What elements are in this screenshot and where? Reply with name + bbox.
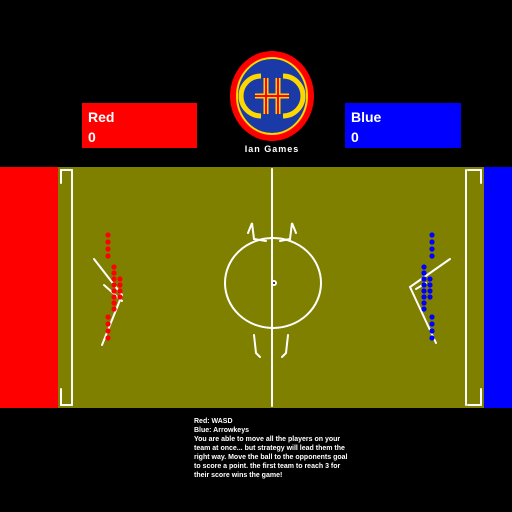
blue-player bbox=[429, 232, 435, 238]
blue-goal-wall bbox=[484, 167, 512, 408]
red-player bbox=[105, 314, 111, 320]
instructions-line: team at once... but strategy will lead t… bbox=[194, 445, 345, 452]
soccer-field bbox=[58, 167, 484, 408]
blue-player bbox=[429, 239, 435, 245]
blue-player bbox=[429, 321, 435, 327]
logo-text: Ian Games bbox=[244, 144, 300, 154]
ball-dot bbox=[273, 282, 275, 284]
red-player bbox=[111, 264, 117, 270]
ian-games-logo-icon bbox=[230, 51, 314, 141]
blue-player bbox=[421, 294, 427, 300]
blue-player bbox=[421, 306, 427, 312]
red-player bbox=[105, 239, 111, 245]
red-player bbox=[111, 294, 117, 300]
blue-score-panel: Blue 0 bbox=[345, 103, 461, 148]
instructions-line: Red: WASD bbox=[194, 418, 233, 425]
red-player bbox=[117, 294, 123, 300]
blue-player bbox=[429, 246, 435, 252]
red-player bbox=[111, 276, 117, 282]
blue-team-score: 0 bbox=[351, 129, 359, 145]
blue-player bbox=[421, 282, 427, 288]
instructions-line: their score wins the game! bbox=[194, 472, 283, 479]
red-player bbox=[117, 288, 123, 294]
blue-player bbox=[427, 288, 433, 294]
red-team-score: 0 bbox=[88, 129, 96, 145]
instructions-line: You are able to move all the players on … bbox=[194, 436, 341, 443]
red-player bbox=[111, 300, 117, 306]
blue-player bbox=[429, 253, 435, 259]
red-player bbox=[111, 306, 117, 312]
red-player bbox=[105, 232, 111, 238]
blue-player bbox=[429, 314, 435, 320]
red-player bbox=[105, 335, 111, 341]
blue-player bbox=[427, 276, 433, 282]
blue-player bbox=[421, 288, 427, 294]
red-player bbox=[111, 288, 117, 294]
blue-player bbox=[421, 300, 427, 306]
blue-player bbox=[421, 264, 427, 270]
field-lines bbox=[60, 168, 482, 407]
red-player bbox=[105, 246, 111, 252]
blue-player bbox=[429, 335, 435, 341]
red-player bbox=[111, 282, 117, 288]
red-goal-wall bbox=[0, 167, 58, 408]
blue-team-players bbox=[421, 232, 435, 341]
blue-player bbox=[427, 294, 433, 300]
blue-player bbox=[421, 270, 427, 276]
red-team-players bbox=[105, 232, 123, 341]
instructions-line: Blue: Arrowkeys bbox=[194, 427, 249, 434]
blue-team-name: Blue bbox=[351, 109, 382, 125]
instructions-line: to score a point. the first team to reac… bbox=[194, 463, 341, 470]
red-player bbox=[105, 328, 111, 334]
red-score-panel: Red 0 bbox=[82, 103, 197, 148]
instructions: Red: WASD Blue: Arrowkeys You are able t… bbox=[194, 417, 374, 480]
blue-player bbox=[427, 282, 433, 288]
blue-player bbox=[429, 328, 435, 334]
red-player bbox=[111, 270, 117, 276]
instructions-line: right way. Move the ball to the opponent… bbox=[194, 454, 348, 461]
red-player bbox=[117, 282, 123, 288]
red-player bbox=[105, 253, 111, 259]
red-player bbox=[105, 321, 111, 327]
red-team-name: Red bbox=[88, 109, 115, 125]
blue-player bbox=[421, 276, 427, 282]
red-player bbox=[117, 276, 123, 282]
